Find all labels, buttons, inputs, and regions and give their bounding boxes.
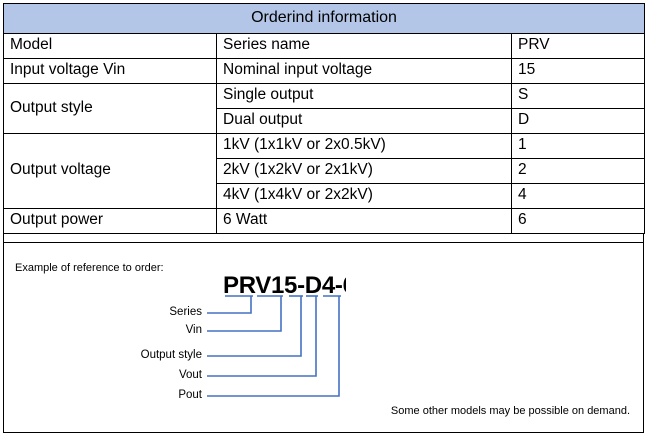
callout-label-series: Series [169, 306, 202, 318]
cell-parameter: Model [3, 33, 217, 59]
leader-paths [207, 296, 340, 397]
cell-description: 2kV (1x2kV or 2x1kV) [216, 158, 512, 184]
cell-parameter: Output power [3, 208, 217, 234]
table-row: 4kV (1x4kV or 2x2kV)4 [4, 183, 646, 209]
cell-code: 6 [510, 208, 646, 234]
leader-vin [207, 296, 282, 332]
callout-label-pout: Pout [178, 389, 202, 401]
cell-description: 4kV (1x4kV or 2x2kV) [216, 183, 512, 209]
cell-parameter: Input voltage Vin [3, 58, 217, 84]
cell-code: 1 [510, 133, 646, 159]
cell-description: Series name [216, 33, 512, 59]
leader-pout [207, 296, 340, 397]
table-header: Orderind information [2, 3, 646, 34]
example-panel: Example of reference to order: PRV15-D4-… [3, 242, 644, 433]
leader-output-style [207, 296, 302, 357]
example-caption: Example of reference to order: [15, 262, 164, 274]
part-number-box: PRV15-D4-6W [223, 273, 346, 299]
footnote-text: Some other models may be possible on dem… [390, 405, 630, 417]
cell-code: PRV [510, 33, 646, 59]
cell-description: Single output [216, 83, 512, 109]
callout-label-vin: Vin [185, 324, 202, 336]
callout-label-output-style: Output style [140, 349, 202, 361]
table-title: Orderind information [2, 3, 646, 34]
example-part-number: PRV15-D4-6W [223, 273, 346, 299]
callout-label-vout: Vout [178, 369, 202, 381]
leader-vout [207, 296, 317, 377]
cell-description: Dual output [216, 108, 512, 134]
cell-code: S [510, 83, 646, 109]
cell-parameter: Output voltage [3, 133, 217, 209]
cell-description: 1kV (1x1kV or 2x0.5kV) [216, 133, 512, 159]
cell-parameter: Output style [3, 83, 217, 134]
leader-series [207, 296, 252, 314]
cell-code: 2 [510, 158, 646, 184]
cell-description: 6 Watt [216, 208, 512, 234]
cell-description: Nominal input voltage [216, 58, 512, 84]
cell-code: D [510, 108, 646, 134]
cell-code: 15 [510, 58, 646, 84]
cell-code: 4 [510, 183, 646, 209]
callout-leader-lines [207, 295, 341, 397]
table-title-row: Orderind information [2, 3, 646, 34]
